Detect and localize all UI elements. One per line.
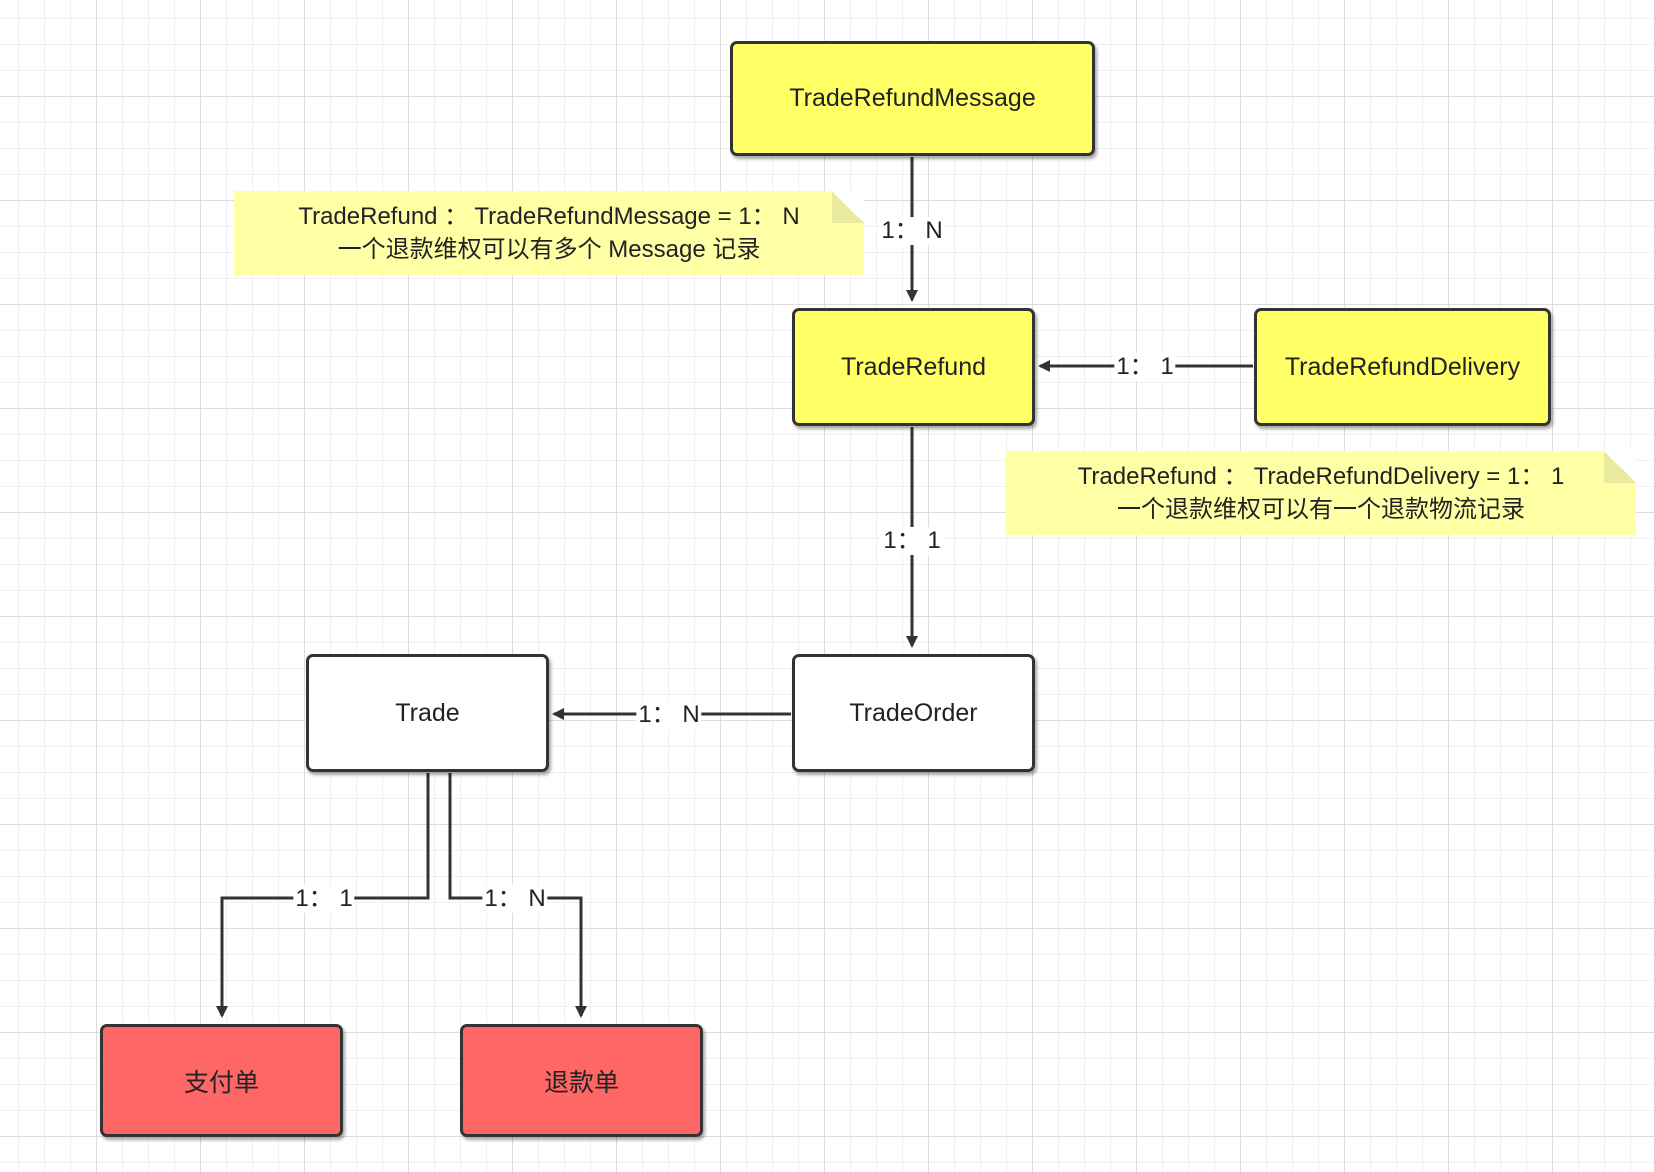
node-label: TradeOrder	[849, 698, 978, 727]
node-trade-refund-message[interactable]: TradeRefundMessage	[730, 41, 1095, 156]
node-refund-order[interactable]: 退款单	[460, 1024, 703, 1137]
note-fold-icon	[1604, 451, 1636, 483]
note-line-2: 一个退款维权可以有一个退款物流记录	[1117, 496, 1525, 523]
edge-label-trade-to-refund-order: 1： N	[482, 885, 548, 913]
edge-label-order-to-trade: 1： N	[636, 701, 702, 729]
note-line-1: TradeRefund ： TradeRefundDelivery = 1： 1	[1077, 463, 1565, 490]
note-refund-delivery-relation: TradeRefund ： TradeRefundDelivery = 1： 1…	[1006, 451, 1636, 535]
edge-label-delivery-to-refund: 1： 1	[1114, 353, 1176, 381]
node-trade[interactable]: Trade	[306, 654, 549, 772]
node-label: TradeRefundDelivery	[1284, 352, 1521, 381]
node-label: Trade	[395, 698, 460, 727]
note-line-2: 一个退款维权可以有多个 Message 记录	[337, 236, 761, 263]
node-label: 支付单	[183, 1068, 259, 1097]
node-trade-order[interactable]: TradeOrder	[792, 654, 1035, 772]
node-label: 退款单	[543, 1068, 619, 1097]
note-line-1: TradeRefund ： TradeRefundMessage = 1： N	[298, 203, 800, 230]
node-trade-refund[interactable]: TradeRefund	[792, 308, 1035, 426]
note-refund-message-relation: TradeRefund ： TradeRefundMessage = 1： N …	[234, 191, 864, 275]
edge-label-trade-to-payment: 1： 1	[293, 885, 355, 913]
edge-label-refund-to-order: 1： 1	[881, 527, 943, 555]
note-fold-icon	[832, 191, 864, 223]
node-payment-order[interactable]: 支付单	[100, 1024, 343, 1137]
node-label: TradeRefundMessage	[789, 84, 1036, 112]
edge-label-message-to-refund: 1： N	[879, 217, 945, 245]
node-trade-refund-delivery[interactable]: TradeRefundDelivery	[1254, 308, 1551, 426]
node-label: TradeRefund	[841, 352, 986, 381]
